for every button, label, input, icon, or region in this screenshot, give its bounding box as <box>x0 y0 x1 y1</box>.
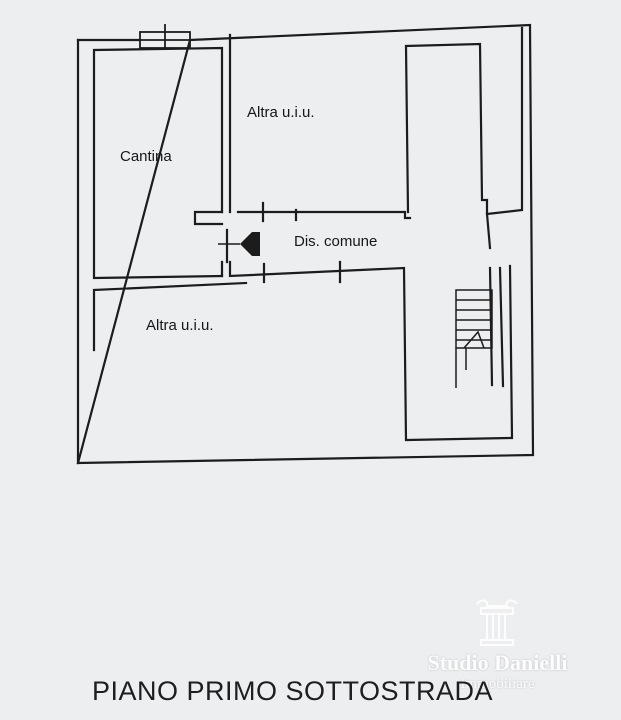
lower-room-wall <box>92 281 248 352</box>
watermark-subtitle: Immobiliare <box>460 676 535 692</box>
cantina-walls <box>92 46 224 280</box>
room-label-altra-uiu-top: Altra u.i.u. <box>247 104 315 121</box>
column-logo-icon <box>476 599 518 646</box>
watermark: Studio Danielli Immobiliare <box>405 596 590 706</box>
staircase-icon <box>455 289 493 388</box>
outer-wall <box>76 23 535 465</box>
shaft-walls <box>404 26 524 216</box>
room-label-dis-comune: Dis. comune <box>294 233 378 250</box>
corridor-door-marks <box>225 201 342 284</box>
room-label-cantina: Cantina <box>120 148 172 165</box>
plan-title: PIANO PRIMO SOTTOSTRADA <box>92 676 494 706</box>
window-icon <box>139 24 191 49</box>
watermark-name: Studio Danielli <box>427 650 568 675</box>
room-label-altra-uiu-bottom: Altra u.i.u. <box>146 317 214 334</box>
stair-enclosure <box>406 212 514 442</box>
corridor-bottom-wall <box>220 260 408 442</box>
central-wall <box>193 33 412 226</box>
arrow-icon <box>218 232 260 256</box>
